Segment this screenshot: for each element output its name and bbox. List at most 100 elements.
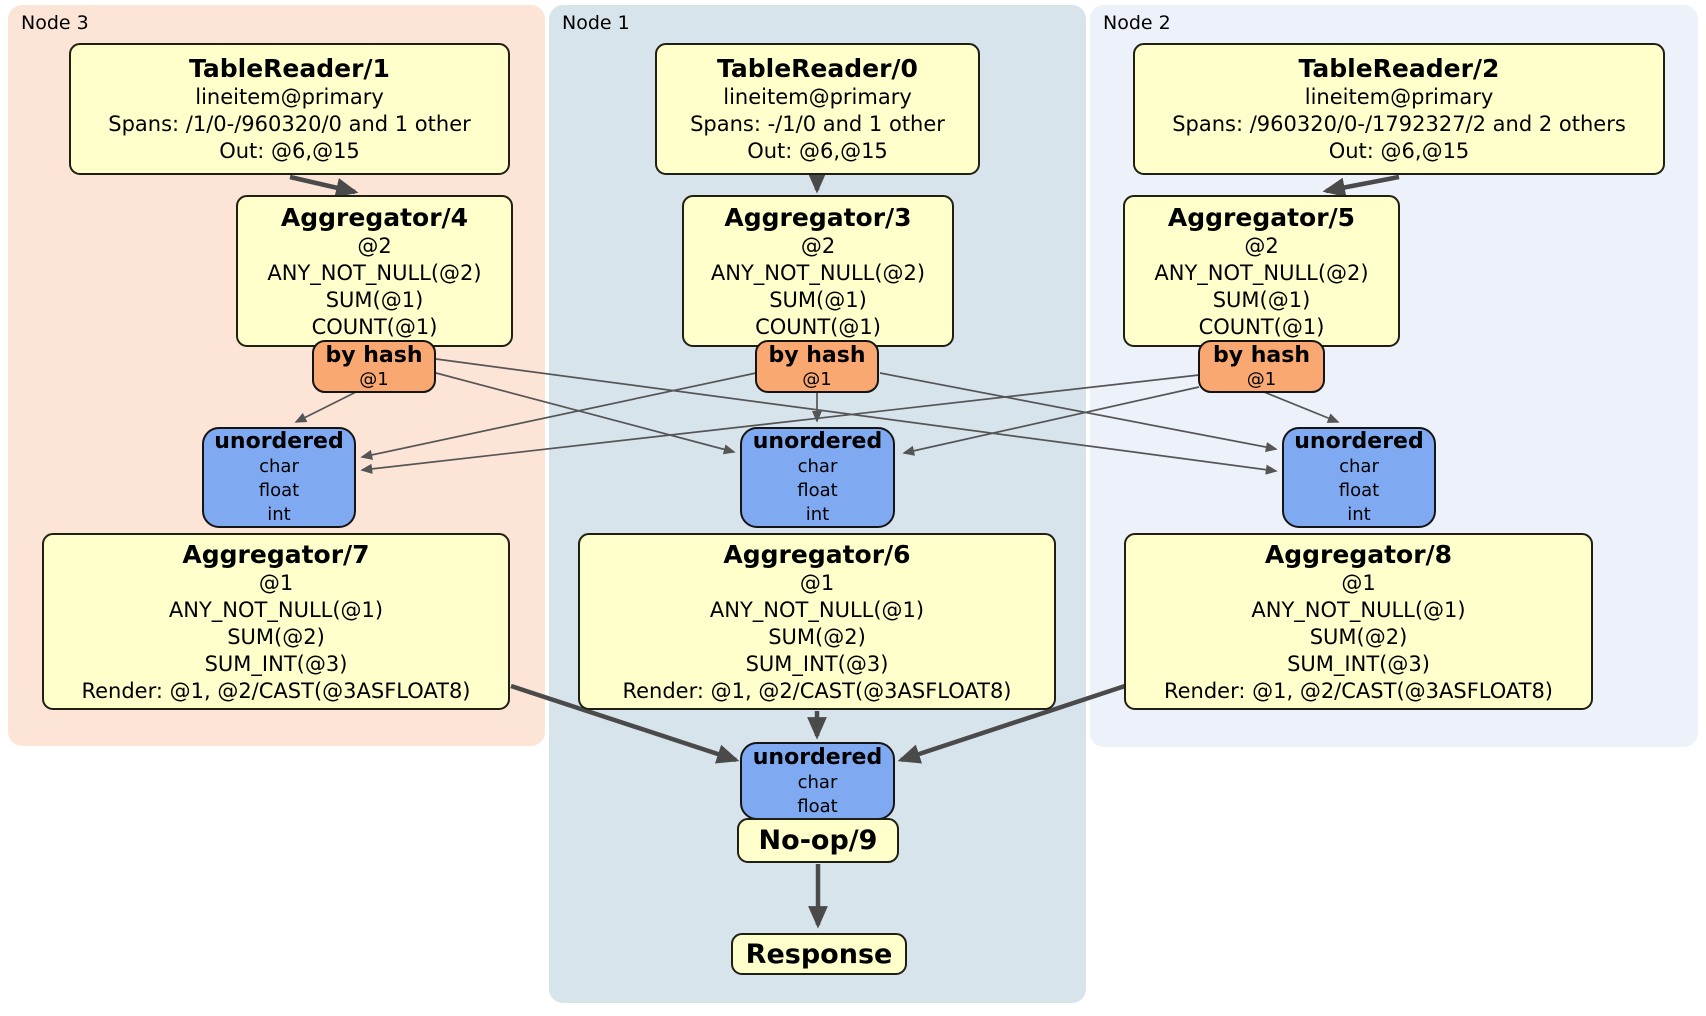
aggregator-5-fn: COUNT(@1) [1198,314,1325,339]
byhash-router-node3: by hash @1 [312,340,436,393]
edge-byhash2-unordered1 [902,386,1200,456]
edge-tablereader1-aggregator4 [289,174,359,198]
aggregator-3-fn: ANY_NOT_NULL(@2) [710,260,926,285]
tablereader-2-box: TableReader/2 lineitem@primary Spans: /9… [1133,43,1665,175]
tablereader-0-out: Out: @6,@15 [747,139,888,163]
aggregator-8-box: Aggregator/8 @1 ANY_NOT_NULL(@1) SUM(@2)… [1124,533,1593,710]
tablereader-2-index: lineitem@primary [1304,85,1494,109]
aggregator-3-title: Aggregator/3 [724,202,912,232]
edge-byhash2-unordered3 [360,374,1200,474]
tablereader-2-title: TableReader/2 [1298,54,1500,83]
aggregator-8-title: Aggregator/8 [1264,539,1453,569]
byhash-router-node1-key: @1 [802,368,832,390]
tablereader-0-title: TableReader/0 [717,54,918,83]
unordered-sync-node1-col: char [797,456,838,477]
byhash-router-node2-key: @1 [1246,368,1277,390]
unordered-sync-node1-title: unordered [752,429,883,454]
unordered-sync-node2-col: char [1339,456,1379,477]
aggregator-4-fn: SUM(@1) [325,287,424,312]
node1-label: Node 1 [562,12,630,34]
unordered-sync-node2-col: float [1338,480,1380,501]
tablereader-1-spans: Spans: /1/0-/960320/0 and 1 other [108,112,471,136]
aggregator-6-fn: ANY_NOT_NULL(@1) [709,597,925,622]
aggregator-5-fn: SUM(@1) [1212,287,1311,312]
edge-tablereader2-aggregator5 [1322,174,1400,198]
aggregator-8-render: Render: @1, @2/CAST(@3ASFLOAT8) [1163,678,1554,703]
unordered-sync-node3-title: unordered [214,429,344,454]
byhash-router-node3-key: @1 [359,368,389,390]
aggregator-7-fn: ANY_NOT_NULL(@1) [168,597,384,622]
aggregator-7-fn: SUM(@2) [227,624,325,649]
aggregator-3-group: @2 [800,233,836,258]
byhash-router-node1: by hash @1 [755,340,879,393]
aggregator-4-title: Aggregator/4 [280,202,469,232]
aggregator-7-title: Aggregator/7 [182,539,370,569]
edge-aggregator7-final-sync [510,683,740,764]
noop-box: No-op/9 [737,818,899,863]
tablereader-1-title: TableReader/1 [189,54,390,83]
unordered-sync-final-col: float [797,795,838,817]
unordered-sync-final-col: char [797,771,838,793]
edge-byhash1-unordered2 [879,372,1278,453]
unordered-sync-node3-col: char [259,456,299,477]
unordered-sync-node2-title: unordered [1294,429,1424,454]
unordered-sync-final: unordered char float [740,742,895,820]
tablereader-0-index: lineitem@primary [723,85,912,109]
aggregator-6-fn: SUM(@2) [768,624,866,649]
noop-title: No-op/9 [758,825,878,856]
aggregator-8-group: @1 [1341,570,1376,595]
edge-byhash3-unordered2 [435,358,1278,475]
unordered-sync-node3-col: float [258,480,300,501]
unordered-sync-node3-col: int [267,504,291,525]
unordered-sync-node1-col: float [797,480,838,501]
aggregator-4-fn: COUNT(@1) [311,314,438,339]
aggregator-6-box: Aggregator/6 @1 ANY_NOT_NULL(@1) SUM(@2)… [578,533,1056,710]
aggregator-5-title: Aggregator/5 [1167,202,1356,232]
edge-aggregator8-final-sync [897,683,1126,764]
aggregator-8-fn: SUM(@2) [1309,624,1408,649]
aggregator-8-fn: ANY_NOT_NULL(@1) [1251,597,1466,622]
response-title: Response [745,938,893,970]
aggregator-3-fn: COUNT(@1) [755,314,881,339]
unordered-sync-node1: unordered char float int [740,427,895,528]
aggregator-8-fn: SUM_INT(@3) [1287,651,1430,676]
byhash-router-node2-title: by hash [1212,342,1310,368]
unordered-sync-node2-col: int [1347,504,1371,525]
tablereader-2-out: Out: @6,@15 [1328,139,1470,163]
tablereader-1-index: lineitem@primary [195,85,384,109]
aggregator-6-group: @1 [799,570,835,595]
aggregator-7-group: @1 [258,570,294,595]
node3-label: Node 3 [21,12,89,34]
edge-byhash3-unordered3 [294,390,359,423]
byhash-router-node2: by hash @1 [1198,340,1325,393]
aggregator-4-fn: ANY_NOT_NULL(@2) [267,260,482,285]
unordered-sync-node3: unordered char float int [202,427,356,528]
tablereader-1-out: Out: @6,@15 [219,139,360,163]
unordered-sync-node2: unordered char float int [1282,427,1436,528]
aggregator-4-box: Aggregator/4 @2 ANY_NOT_NULL(@2) SUM(@1)… [236,195,513,347]
aggregator-3-box: Aggregator/3 @2 ANY_NOT_NULL(@2) SUM(@1)… [682,195,954,347]
aggregator-5-box: Aggregator/5 @2 ANY_NOT_NULL(@2) SUM(@1)… [1123,195,1400,347]
edge-byhash1-unordered3 [360,372,757,460]
edge-byhash2-unordered2 [1263,391,1340,423]
node2-label: Node 2 [1103,12,1171,34]
tablereader-0-box: TableReader/0 lineitem@primary Spans: -/… [655,43,980,175]
byhash-router-node1-title: by hash [768,342,866,368]
aggregator-6-fn: SUM_INT(@3) [745,651,889,676]
unordered-sync-node1-col: int [805,504,830,525]
aggregator-7-fn: SUM_INT(@3) [204,651,348,676]
aggregator-6-title: Aggregator/6 [723,539,911,569]
aggregator-7-render: Render: @1, @2/CAST(@3ASFLOAT8) [81,678,471,703]
aggregator-3-fn: SUM(@1) [769,287,867,312]
aggregator-5-fn: ANY_NOT_NULL(@2) [1154,260,1369,285]
response-box: Response [731,933,907,975]
tablereader-1-box: TableReader/1 lineitem@primary Spans: /1… [69,43,510,175]
tablereader-2-spans: Spans: /960320/0-/1792327/2 and 2 others [1172,112,1626,136]
aggregator-6-render: Render: @1, @2/CAST(@3ASFLOAT8) [622,678,1012,703]
aggregator-5-group: @2 [1244,233,1279,258]
unordered-sync-final-title: unordered [752,744,883,770]
byhash-router-node3-title: by hash [325,342,423,368]
edge-byhash3-unordered1 [435,372,736,455]
